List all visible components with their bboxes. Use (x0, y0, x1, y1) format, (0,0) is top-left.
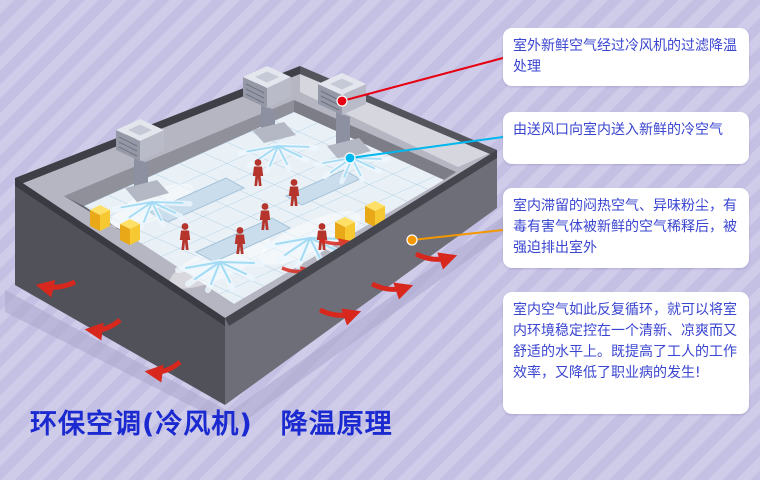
exhaust-arrow-outside (35, 251, 458, 383)
factory-building (15, 66, 497, 405)
connector-dot-1 (336, 95, 348, 107)
connector-dot-2 (344, 152, 356, 164)
callout-cold-air-supply: 由送风口向室内送入新鲜的冷空气 (503, 112, 749, 164)
air-duct (125, 105, 371, 202)
inner-wall-back-right (294, 100, 456, 180)
front-right-wall (225, 150, 497, 405)
inner-wall-back-left (64, 100, 294, 206)
callout-exhaust-air: 室内滞留的闷热空气、异味粉尘，有毒有害气体被新鲜的空气稀释后，被强迫排出室外 (503, 188, 749, 268)
callout-connectors (336, 57, 504, 246)
front-left-wall (15, 178, 225, 405)
callout-text: 室内滞留的闷热空气、异味粉尘，有毒有害气体被新鲜的空气稀释后，被强迫排出室外 (513, 198, 737, 256)
rooftop-cooler-unit (318, 73, 366, 115)
callout-text: 室外新鲜空气经过冷风机的过滤降温处理 (513, 38, 737, 75)
callout-circulation-summary: 室内空气如此反复循环，就可以将室内环境稳定控在一个清新、凉爽而又舒适的水平上。既… (503, 292, 749, 414)
callout-text: 由送风口向室内送入新鲜的冷空气 (513, 122, 723, 138)
connector-line-3 (411, 229, 504, 241)
roof-edge-trim (15, 66, 300, 184)
wall-top-trim (225, 150, 497, 326)
wall-top-trim (15, 178, 225, 326)
building-shadow (5, 215, 512, 428)
rooftop-cooler-unit (243, 66, 291, 108)
rooftop-cooler-unit (116, 119, 164, 161)
callout-text: 室内空气如此反复循环，就可以将室内环境稳定控在一个清新、凉爽而又舒适的水平上。既… (513, 302, 737, 381)
page-title: 环保空调(冷风机) 降温原理 (30, 409, 393, 440)
connector-dot-3 (406, 234, 418, 246)
callout-filtered-fresh-air: 室外新鲜空气经过冷风机的过滤降温处理 (503, 28, 749, 86)
connector-line-2 (349, 136, 504, 159)
connector-line-1 (341, 57, 504, 102)
